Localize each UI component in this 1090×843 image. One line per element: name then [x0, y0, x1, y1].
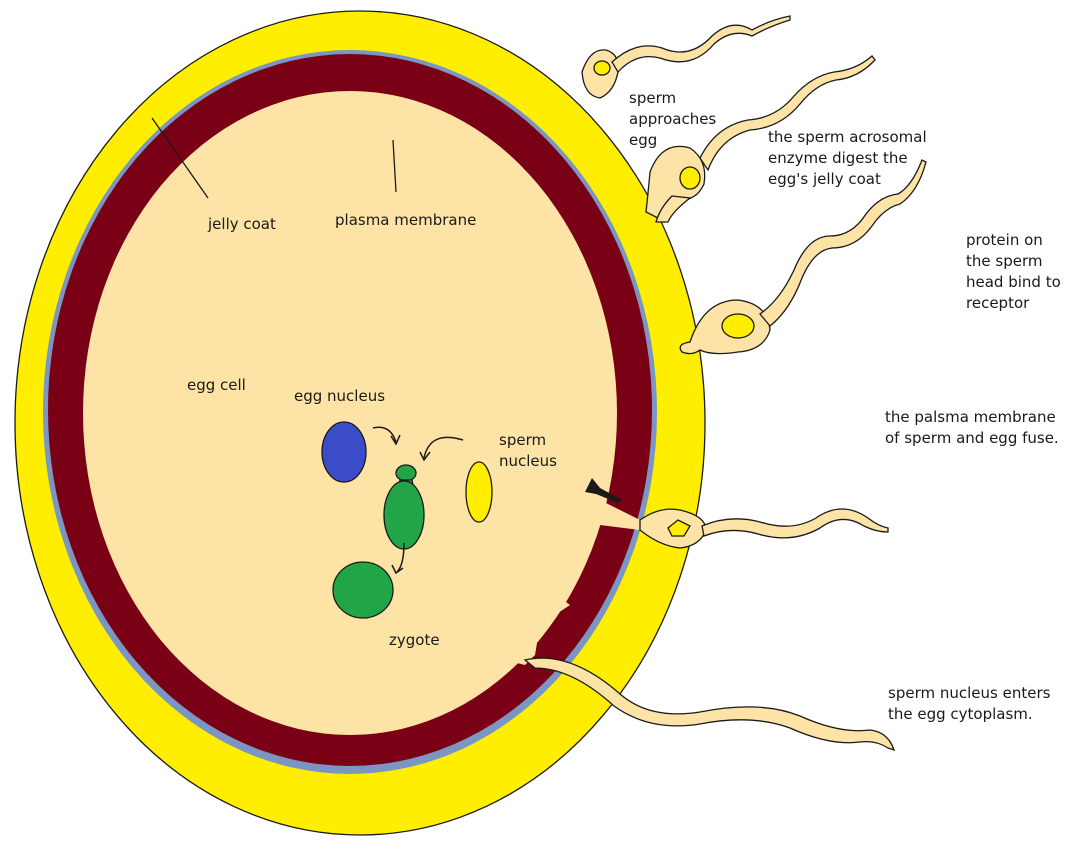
plasma-membrane-pointer	[392, 139, 397, 193]
egg-nucleus	[321, 421, 367, 483]
membrane-rupture	[585, 478, 622, 503]
sperm-nucleus	[465, 461, 493, 523]
sperm-entry-channel	[505, 500, 640, 665]
label-step-approach: sperm approaches egg	[629, 89, 717, 149]
fusing-nuclei	[383, 464, 425, 550]
zygote	[332, 561, 394, 619]
jelly-coat-pointer	[151, 117, 209, 199]
sperm-binding	[679, 159, 927, 355]
sperm-approaching	[581, 15, 791, 99]
sperm-acrosomal	[645, 55, 876, 223]
process-arrows	[372, 426, 464, 575]
label-step-entry: sperm nucleus enters the egg cytoplasm.	[888, 684, 1051, 723]
egg-cytoplasm	[83, 91, 617, 735]
label-step-binding: protein on the sperm head bind to recept…	[966, 231, 1061, 312]
sperm-entering	[523, 657, 896, 752]
label-egg-nucleus: egg nucleus	[294, 387, 386, 405]
sperm-fusing	[639, 508, 889, 549]
label-zygote: zygote	[389, 631, 440, 649]
label-sperm-nucleus: sperm nucleus	[499, 431, 557, 470]
label-plasma-membrane: plasma membrane	[335, 211, 477, 229]
label-egg-cell: egg cell	[187, 376, 246, 394]
label-step-fusion: the palsma membrane of sperm and egg fus…	[885, 408, 1059, 447]
label-jelly-coat: jelly coat	[208, 215, 276, 233]
label-step-acrosomal: the sperm acrosomal enzyme digest the eg…	[768, 128, 927, 188]
